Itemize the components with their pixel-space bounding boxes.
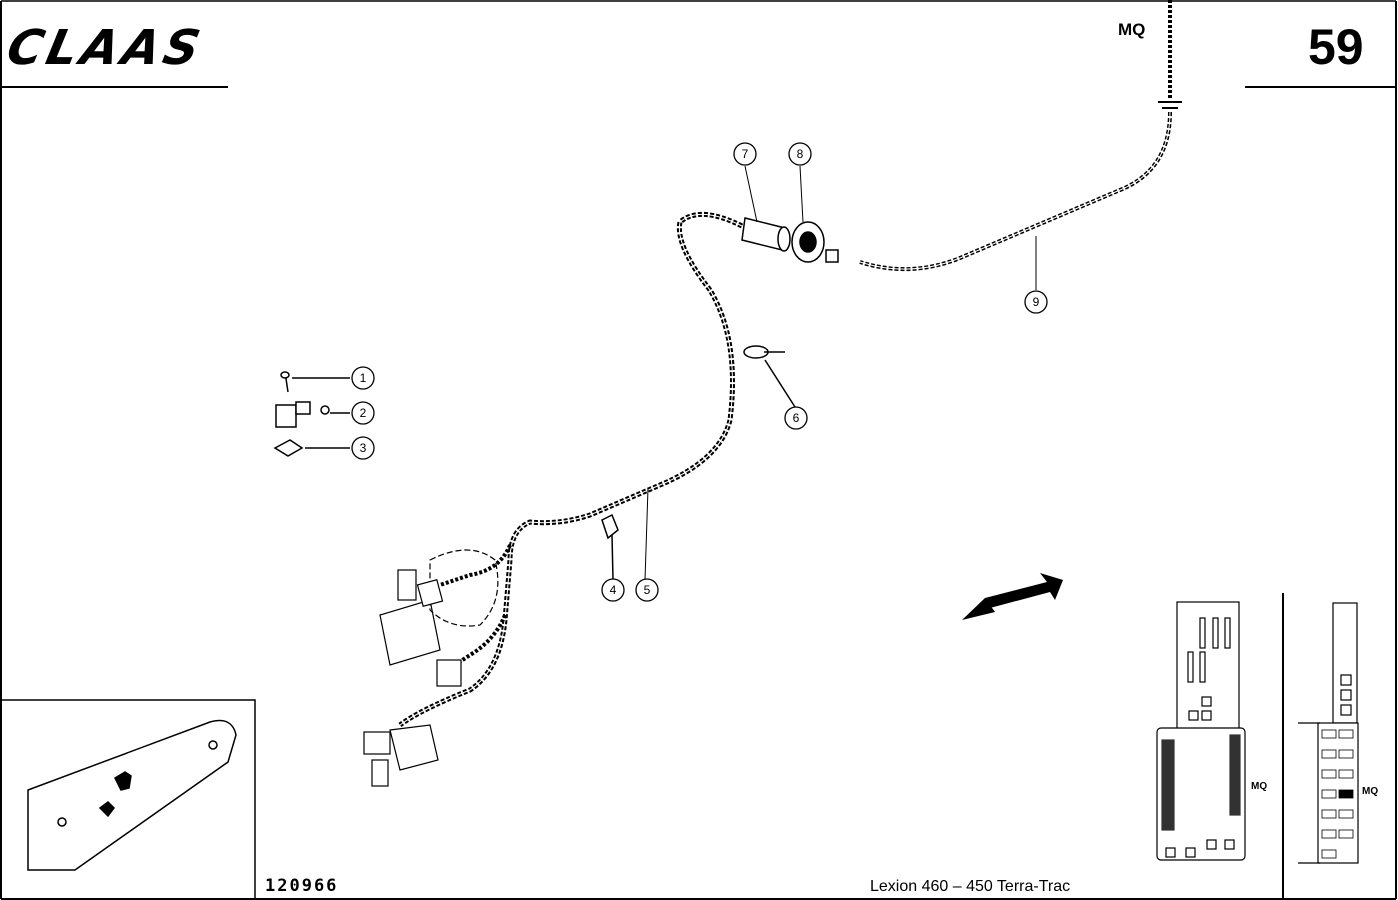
callout-9[interactable]: 9 xyxy=(1024,290,1048,314)
page-number: 59 xyxy=(1308,19,1364,75)
callout-1[interactable]: 1 xyxy=(351,366,375,390)
svg-text:3: 3 xyxy=(360,441,367,455)
svg-text:8: 8 xyxy=(797,147,804,161)
leader-lines xyxy=(644,165,1037,581)
svg-text:7: 7 xyxy=(742,147,749,161)
connector-8 xyxy=(791,221,839,263)
svg-text:5: 5 xyxy=(644,583,651,597)
svg-text:4: 4 xyxy=(610,583,617,597)
connector-7 xyxy=(741,217,791,252)
valve-assembly xyxy=(363,549,499,787)
callout-8[interactable]: 8 xyxy=(788,142,812,166)
svg-text:2: 2 xyxy=(360,406,367,420)
callout-4[interactable]: 4 xyxy=(601,578,625,602)
callout-6[interactable]: 6 xyxy=(784,406,808,430)
part-1-screw xyxy=(280,371,350,393)
callout-2[interactable]: 2 xyxy=(351,401,375,425)
callout-3[interactable]: 3 xyxy=(351,436,375,460)
callout-7[interactable]: 7 xyxy=(733,142,757,166)
drawing-number: 120966 xyxy=(265,876,339,896)
part-4-clip xyxy=(601,513,619,581)
group-code: MQ xyxy=(1118,20,1146,39)
part-2-plug xyxy=(275,401,350,428)
model-name: Lexion 460 – 450 Terra-Trac xyxy=(870,878,1071,895)
location-label-left: MQ xyxy=(1251,781,1268,792)
cable-9 xyxy=(859,0,1182,272)
inset-location-view xyxy=(1,699,256,899)
location-view-right xyxy=(1282,593,1359,899)
location-view-left xyxy=(1156,601,1246,861)
svg-text:1: 1 xyxy=(360,371,367,385)
part-3-seal xyxy=(273,439,350,457)
cable-5 xyxy=(398,211,744,728)
svg-text:6: 6 xyxy=(793,411,800,425)
location-label-right: MQ xyxy=(1362,786,1379,797)
svg-text:9: 9 xyxy=(1033,295,1040,309)
callout-5[interactable]: 5 xyxy=(635,578,659,602)
part-6-tie xyxy=(743,345,796,408)
direction-arrow xyxy=(962,573,1063,620)
